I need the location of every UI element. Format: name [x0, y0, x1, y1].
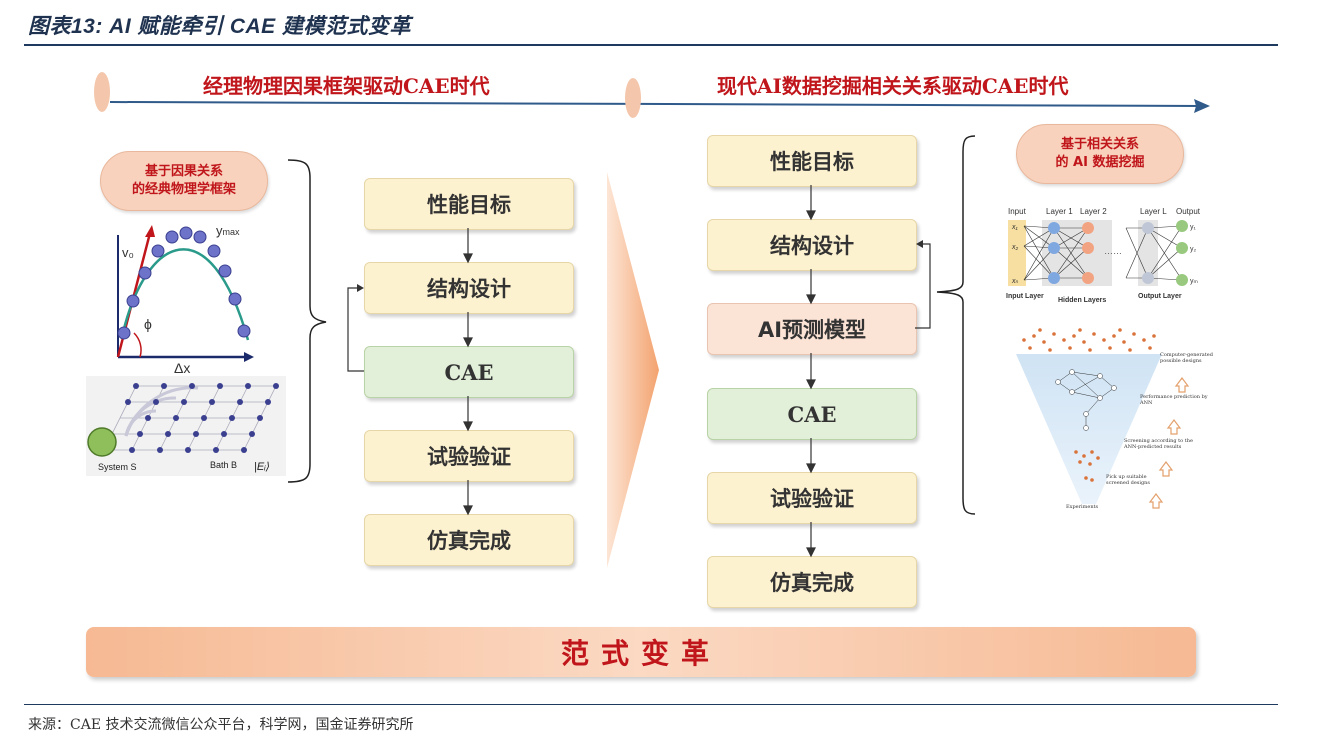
- top-rule: [24, 44, 1278, 46]
- left-era-marker: [94, 72, 110, 112]
- bottom-rule: [24, 704, 1278, 705]
- right-step-test-verification: 试验验证: [707, 472, 917, 524]
- nn-y2: y₂: [1190, 246, 1197, 253]
- dx-label: Δx: [174, 360, 190, 375]
- ymax-sub-label: max: [223, 227, 241, 237]
- system-label: System S: [98, 462, 137, 472]
- ket-label: |Eᵢ⟩: [254, 461, 270, 473]
- left-pill-line1: 基于因果关系: [144, 164, 223, 179]
- nn-output-label: Output: [1176, 207, 1201, 216]
- left-era-title: 经理物理因果框架驱动CAE时代: [203, 74, 490, 98]
- projectile-illustration: v₀ ymax ϕ Δx: [116, 223, 254, 375]
- lattice-illustration: System S Bath B |Eᵢ⟩: [86, 376, 286, 476]
- svg-text:……: ……: [1104, 246, 1122, 256]
- right-step-performance-target: 性能目标: [707, 135, 917, 187]
- nn-xn: xₙ: [1011, 278, 1019, 285]
- funnel-label-4: Pick up suitable screened designs: [1106, 474, 1150, 486]
- left-step-cae: CAE: [364, 346, 574, 398]
- right-era-marker: [625, 78, 641, 118]
- nn-x2: x₂: [1011, 244, 1019, 251]
- left-step-structure-design: 结构设计: [364, 262, 574, 314]
- left-step-simulation-complete: 仿真完成: [364, 514, 574, 566]
- design-dots: [1022, 328, 1156, 482]
- left-step-performance-target: 性能目标: [364, 178, 574, 230]
- left-era-pill: 基于因果关系 的经典物理学框架: [100, 151, 268, 211]
- right-era-pill: 基于相关关系 的 AI 数据挖掘: [1016, 124, 1184, 184]
- right-step-cae: CAE: [707, 388, 917, 440]
- trajectory-points: [117, 226, 251, 340]
- svg-text:ymax: ymax: [216, 223, 240, 238]
- neural-network-illustration: Input Layer 1 Layer 2 Layer L Output …… …: [1006, 207, 1201, 304]
- timeline-axis: [109, 99, 1210, 113]
- nn-hidden-layers-label: Hidden Layers: [1058, 297, 1106, 304]
- system-sphere: [87, 427, 117, 457]
- nn-x1: x₁: [1011, 224, 1019, 231]
- nn-y1: y₁: [1190, 224, 1197, 231]
- nn-output-layer-label: Output Layer: [1138, 293, 1182, 300]
- nn-input-layer-label: Input Layer: [1006, 293, 1044, 300]
- right-brace: [936, 135, 975, 515]
- right-step-structure-design: 结构设计: [707, 219, 917, 271]
- funnel-label-2: Performance prediction by ANN: [1140, 394, 1208, 406]
- funnel-label-3: Screening according to the ANN-predicted…: [1124, 438, 1193, 450]
- right-step-simulation-complete: 仿真完成: [707, 556, 917, 608]
- left-pill-line2: 的经典物理学框架: [131, 182, 236, 197]
- source-note: 来源：CAE 技术交流微信公众平台，科学网，国金证券研究所: [28, 717, 414, 733]
- phi-label: ϕ: [144, 316, 152, 332]
- left-flow-arrows: [347, 228, 473, 516]
- right-pill-line2: 的 AI 数据挖掘: [1055, 155, 1145, 170]
- v0-label: v₀: [122, 245, 134, 260]
- bath-label: Bath B: [210, 460, 237, 470]
- timeline-arrowhead: [1194, 99, 1210, 113]
- paradigm-shift-banner: 范式变革: [86, 627, 1196, 677]
- right-flow-arrows: [806, 185, 931, 558]
- nn-ym: yₘ: [1190, 278, 1198, 285]
- right-pill-line1: 基于相关关系: [1060, 137, 1139, 152]
- right-step-ai-model: AI预测模型: [707, 303, 917, 355]
- funnel-label-5: Experiments: [1066, 504, 1099, 510]
- transition-arrow: [607, 172, 659, 568]
- funnel-illustration: Computer-generated possible designs Perf…: [1016, 328, 1213, 510]
- left-step-test-verification: 试验验证: [364, 430, 574, 482]
- ymax-label: y: [216, 223, 223, 238]
- nn-input-label: Input: [1008, 207, 1027, 216]
- nn-layerL-label: Layer L: [1140, 207, 1167, 216]
- nn-layer1-label: Layer 1: [1046, 207, 1073, 216]
- figure-title: 图表13: AI 赋能牵引 CAE 建模范式变革: [28, 15, 412, 38]
- lattice-sites: [125, 383, 279, 453]
- left-brace: [287, 159, 327, 483]
- funnel-label-1: Computer-generated possible designs: [1160, 352, 1213, 364]
- nn-layer2-label: Layer 2: [1080, 207, 1107, 216]
- right-era-title: 现代AI数据挖掘相关关系驱动CAE时代: [717, 74, 1069, 98]
